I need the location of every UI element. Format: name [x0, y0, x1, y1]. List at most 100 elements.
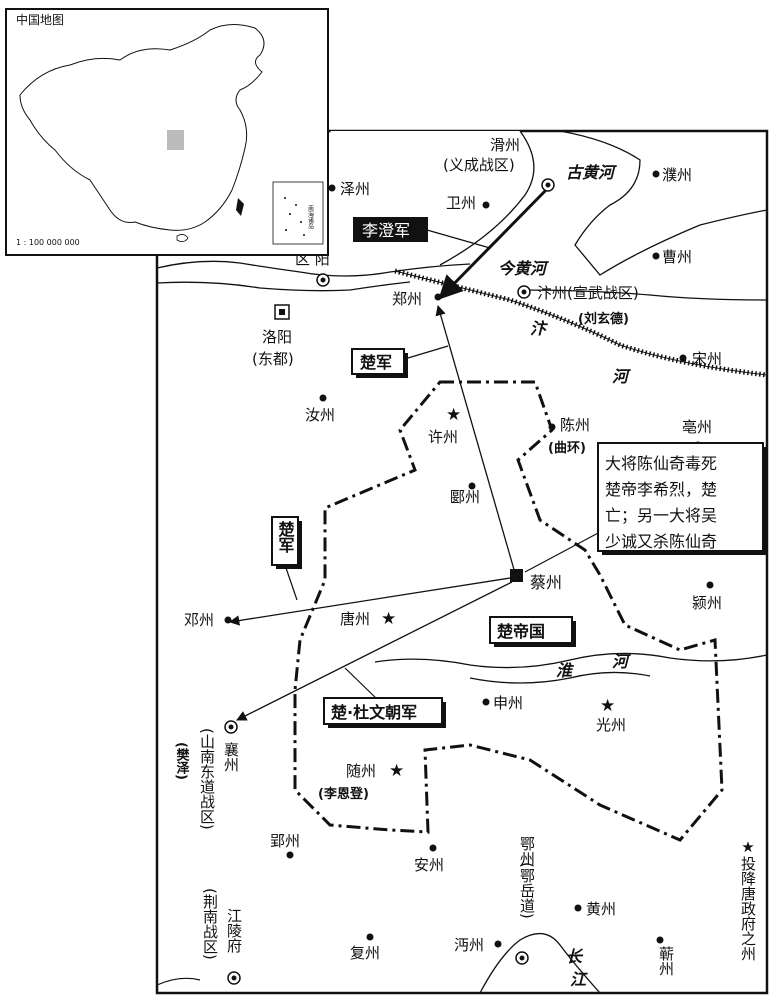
- label-bozhou: 亳州: [682, 418, 712, 436]
- label-bian-2: 河: [612, 367, 631, 386]
- chu-du-army-arrow: [236, 581, 513, 721]
- dot-fuzhou: [366, 933, 374, 941]
- label-suizhou: 随州: [346, 762, 376, 780]
- label-xuzhou: 许州: [428, 428, 458, 446]
- label-guangzhou: 光州: [596, 716, 626, 734]
- dot-anzhou: [429, 844, 437, 852]
- label-dongdu: (东都): [252, 350, 294, 368]
- circled-cities: [224, 178, 555, 985]
- dot-dengzhou: [224, 616, 232, 624]
- yellow-river-south-bank: [156, 281, 411, 292]
- leader-li-cheng: [419, 227, 491, 249]
- chu-state-label: 楚帝国: [497, 622, 545, 641]
- label-puzhou: 濮州: [662, 166, 692, 184]
- dot-yanzhou: [468, 482, 476, 490]
- label-luoyang: 洛阳: [262, 328, 292, 346]
- chu-army-2-label: 楚军: [276, 520, 295, 554]
- dot-shenzhou: [482, 698, 490, 706]
- circle-jiangling: [227, 971, 241, 985]
- note-line-2: 楚帝李希烈，楚: [605, 480, 717, 499]
- huai-river-north: [374, 652, 768, 669]
- dot-zezhou: [328, 184, 336, 192]
- inset-title: 中国地图: [16, 12, 64, 27]
- star-suizhou: ★: [389, 761, 404, 781]
- label-jianglingfu: 江陵府: [225, 908, 243, 954]
- chu-army-arrow-north: [435, 305, 516, 574]
- label-xiangzhou: 襄州: [222, 742, 240, 772]
- city-dots: [224, 170, 714, 948]
- circle-ezhou: [515, 951, 529, 965]
- yellow-river-north-bank: [156, 260, 471, 277]
- li-cheng-army-arrow: [438, 186, 550, 300]
- label-huangzhou: 黄州: [586, 900, 616, 918]
- old-yellow-river-bank-east: [559, 130, 768, 276]
- dot-zhengzhou: [434, 293, 442, 301]
- stars: ★ ★ ★ ★: [381, 405, 615, 781]
- leader-note: [524, 531, 601, 573]
- leader-chu1: [407, 345, 449, 359]
- label-caizhou: 蔡州: [530, 573, 562, 592]
- dot-puzhou: [652, 170, 660, 178]
- box-chu-army-1: 楚军: [351, 348, 408, 378]
- label-huazhou: 滑州: [490, 136, 520, 154]
- inset-south-sea-islands: [284, 197, 305, 236]
- box-chu-army-2: 楚军: [271, 516, 302, 569]
- luoyang-marker: [274, 304, 290, 320]
- note-line-4: 少诚又杀陈仙奇: [605, 532, 717, 551]
- river-southwest: [156, 977, 201, 986]
- annotation-box: 大将陈仙奇毒死 楚帝李希烈，楚 亡；另一大将吴 少诚又杀陈仙奇: [597, 442, 767, 555]
- label-yicheng: (义成战区): [443, 156, 515, 174]
- label-zhengzhou: 郑州: [392, 290, 422, 308]
- dot-huangzhou: [574, 904, 582, 912]
- label-lienden: (李恩登): [318, 786, 369, 802]
- dot-caozhou: [652, 252, 660, 260]
- label-bian-1: 汴: [530, 319, 548, 338]
- box-chu-state: 楚帝国: [489, 616, 576, 647]
- label-yanzhou: 郾州: [450, 488, 480, 506]
- label-yingzhou: 颍州: [692, 594, 722, 612]
- label-weizhou: 卫州: [446, 194, 476, 212]
- label-anzhou: 安州: [414, 856, 444, 874]
- inset-hainan: [176, 234, 189, 242]
- li-cheng-army-label: 李澄军: [362, 221, 410, 240]
- label-shannan: (山南东道战区): [198, 728, 216, 830]
- label-chang-1: 长: [566, 947, 584, 966]
- star-xuzhou: ★: [446, 405, 461, 425]
- label-yingzhou2: 郢州: [270, 832, 300, 850]
- yellow-river-branch: [519, 289, 768, 301]
- label-mianzhou: 沔州: [454, 936, 484, 954]
- inset-south-sea-label: 南海诸岛: [307, 204, 314, 230]
- label-ezhou: 鄂州: [518, 836, 536, 866]
- circle-heyang: [316, 273, 330, 287]
- inset-taiwan: [236, 198, 244, 216]
- dot-yingzhou: [706, 581, 714, 589]
- dot-mianzhou: [494, 940, 502, 948]
- chu-army-1-label: 楚军: [360, 353, 392, 372]
- dot-yingzhou2: [286, 851, 294, 859]
- dot-qizhou: [656, 936, 664, 944]
- note-line-1: 大将陈仙奇毒死: [605, 454, 717, 473]
- chu-du-army-label: 楚·杜文朝军: [331, 703, 417, 722]
- leader-chu2: [284, 564, 298, 601]
- label-shenzhou: 申州: [493, 694, 523, 712]
- chu-army-arrow-west: [228, 577, 511, 626]
- huai-river-south: [469, 671, 651, 684]
- label-caozhou: 曹州: [662, 248, 692, 266]
- dot-weizhou: [482, 201, 490, 209]
- circle-bianzhou: [517, 285, 531, 299]
- circle-huazhou: [541, 178, 555, 192]
- label-ruzhou: 汝州: [305, 406, 335, 424]
- box-chu-du-army: 楚·杜文朝军: [323, 697, 446, 728]
- box-li-cheng-army: 李澄军: [353, 217, 428, 242]
- label-jingnan: (荆南战区): [201, 888, 219, 960]
- label-bianzhou: 汴州(宣武战区): [537, 284, 639, 302]
- label-fanze: (樊泽): [174, 742, 190, 780]
- label-new-yellow-river: 今黄河: [498, 259, 549, 278]
- label-huai-1: 淮: [556, 661, 575, 680]
- label-chenzhou: 陈州: [560, 416, 590, 434]
- star-tangzhou: ★: [381, 609, 396, 629]
- star-guangzhou: ★: [600, 696, 615, 716]
- label-old-yellow-river: 古黄河: [566, 163, 617, 182]
- dot-ruzhou: [319, 394, 327, 402]
